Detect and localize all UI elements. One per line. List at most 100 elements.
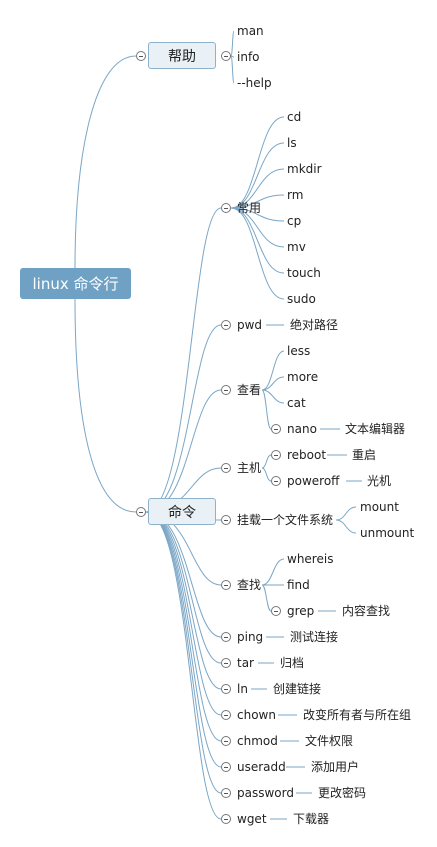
collapse-toggle-chown[interactable]	[221, 710, 231, 720]
node-pwd[interactable]: pwd	[237, 318, 263, 332]
desc-chmod[interactable]: 文件权限	[305, 734, 354, 748]
leaf-more[interactable]: more	[287, 370, 319, 384]
connector-root-commands	[74, 298, 137, 513]
connector-commands-0	[145, 207, 222, 513]
node-password[interactable]: password	[237, 786, 294, 800]
desc-useradd[interactable]: 添加用户	[311, 760, 360, 774]
node-chown[interactable]: chown	[237, 708, 276, 722]
collapse-toggle-reboot[interactable]	[271, 450, 281, 460]
connector-common-3	[230, 194, 285, 209]
leaf-ls[interactable]: ls	[287, 136, 297, 150]
leaf-cp[interactable]: cp	[287, 214, 302, 228]
node-view[interactable]: 查看	[237, 383, 262, 397]
collapse-toggle-grep[interactable]	[271, 606, 281, 616]
leaf-man[interactable]: man	[237, 24, 264, 38]
collapse-toggle-useradd[interactable]	[221, 762, 231, 772]
node-useradd[interactable]: useradd	[237, 760, 286, 774]
connector-mount-0	[335, 506, 357, 521]
leaf-find[interactable]: find	[287, 578, 310, 592]
desc-grep[interactable]: 内容查找	[342, 604, 391, 618]
collapse-toggle-wget[interactable]	[221, 814, 231, 824]
connector-common-6	[230, 207, 285, 274]
node-mount[interactable]: 挂载一个文件系统	[237, 513, 334, 527]
connector-common-5	[230, 207, 285, 248]
desc-nano[interactable]: 文本编辑器	[345, 422, 406, 436]
collapse-toggle-password[interactable]	[221, 788, 231, 798]
connector-view-nano	[261, 389, 272, 430]
collapse-toggle-find[interactable]	[221, 580, 231, 590]
node-wget[interactable]: wget	[237, 812, 267, 826]
node-grep[interactable]: grep	[287, 604, 315, 618]
node-host[interactable]: 主机	[237, 461, 262, 475]
desc-reboot[interactable]: 重启	[352, 448, 377, 462]
desc-poweroff[interactable]: 光机	[367, 474, 392, 488]
node-ln[interactable]: ln	[237, 682, 248, 696]
connector-host-reboot	[261, 454, 272, 469]
connector-common-7	[230, 207, 285, 300]
collapse-toggle-ping[interactable]	[221, 632, 231, 642]
leaf-cd[interactable]: cd	[287, 110, 302, 124]
collapse-toggle-help[interactable]	[136, 51, 146, 61]
root-node[interactable]: linux 命令行	[20, 268, 131, 299]
connector-host-poweroff	[261, 467, 272, 482]
connector-commands-1	[145, 324, 222, 513]
leaf-whereis[interactable]: whereis	[287, 552, 334, 566]
collapse-toggle-mount[interactable]	[221, 515, 231, 525]
collapse-toggle-view[interactable]	[221, 385, 231, 395]
node-help[interactable]: 帮助	[148, 42, 216, 69]
desc-chown[interactable]: 改变所有者与所在组	[303, 708, 412, 722]
leaf-sudo[interactable]: sudo	[287, 292, 316, 306]
desc-ping[interactable]: 测试连接	[290, 630, 339, 644]
collapse-toggle-ln[interactable]	[221, 684, 231, 694]
connector-mount-1	[335, 519, 357, 534]
collapse-toggle-common[interactable]	[221, 203, 231, 213]
leaf-cat[interactable]: cat	[287, 396, 306, 410]
connector-common-0	[230, 116, 285, 209]
leaf-mv[interactable]: mv	[287, 240, 306, 254]
collapse-toggle-host[interactable]	[221, 463, 231, 473]
connector-help-2	[230, 55, 235, 84]
leaf-info[interactable]: info	[237, 50, 260, 64]
desc-pwd[interactable]: 绝对路径	[290, 318, 339, 332]
collapse-toggle-chmod[interactable]	[221, 736, 231, 746]
connector-common-1	[230, 142, 285, 209]
node-find[interactable]: 查找	[237, 578, 262, 592]
node-reboot[interactable]: reboot	[287, 448, 327, 462]
connector-help-0	[230, 30, 235, 57]
collapse-toggle-tar[interactable]	[221, 658, 231, 668]
leaf-less[interactable]: less	[287, 344, 311, 358]
connector-commands-12	[145, 511, 222, 794]
connector-view-1	[261, 376, 285, 391]
desc-ln[interactable]: 创建链接	[273, 682, 322, 696]
leaf-rm[interactable]: rm	[287, 188, 304, 202]
connector-commands-2	[145, 389, 222, 513]
collapse-toggle-pwd[interactable]	[221, 320, 231, 330]
collapse-toggle-help-children[interactable]	[221, 51, 231, 61]
connector-commands-13	[145, 511, 222, 820]
leaf-mount[interactable]: mount	[360, 500, 399, 514]
node-poweroff[interactable]: poweroff	[287, 474, 340, 488]
desc-tar[interactable]: 归档	[280, 656, 305, 670]
leaf-touch[interactable]: touch	[287, 266, 321, 280]
node-nano[interactable]: nano	[287, 422, 317, 436]
node-common[interactable]: 常用	[237, 201, 262, 215]
node-commands[interactable]: 命令	[148, 498, 216, 525]
node-tar[interactable]: tar	[237, 656, 254, 670]
collapse-toggle-nano[interactable]	[271, 424, 281, 434]
node-chmod[interactable]: chmod	[237, 734, 278, 748]
connector-find-0	[261, 558, 285, 586]
leaf-mkdir[interactable]: mkdir	[287, 162, 322, 176]
connector-find-grep	[261, 584, 272, 612]
connector-common-2	[230, 168, 285, 209]
collapse-toggle-commands[interactable]	[136, 507, 146, 517]
connector-root-help	[74, 55, 137, 269]
desc-wget[interactable]: 下载器	[293, 812, 330, 826]
leaf-help-flag[interactable]: --help	[237, 76, 272, 90]
connector-view-2	[261, 389, 285, 404]
node-ping[interactable]: ping	[237, 630, 264, 644]
collapse-toggle-poweroff[interactable]	[271, 476, 281, 486]
desc-password[interactable]: 更改密码	[318, 786, 367, 800]
leaf-unmount[interactable]: unmount	[360, 526, 415, 540]
connector-view-0	[261, 350, 285, 391]
